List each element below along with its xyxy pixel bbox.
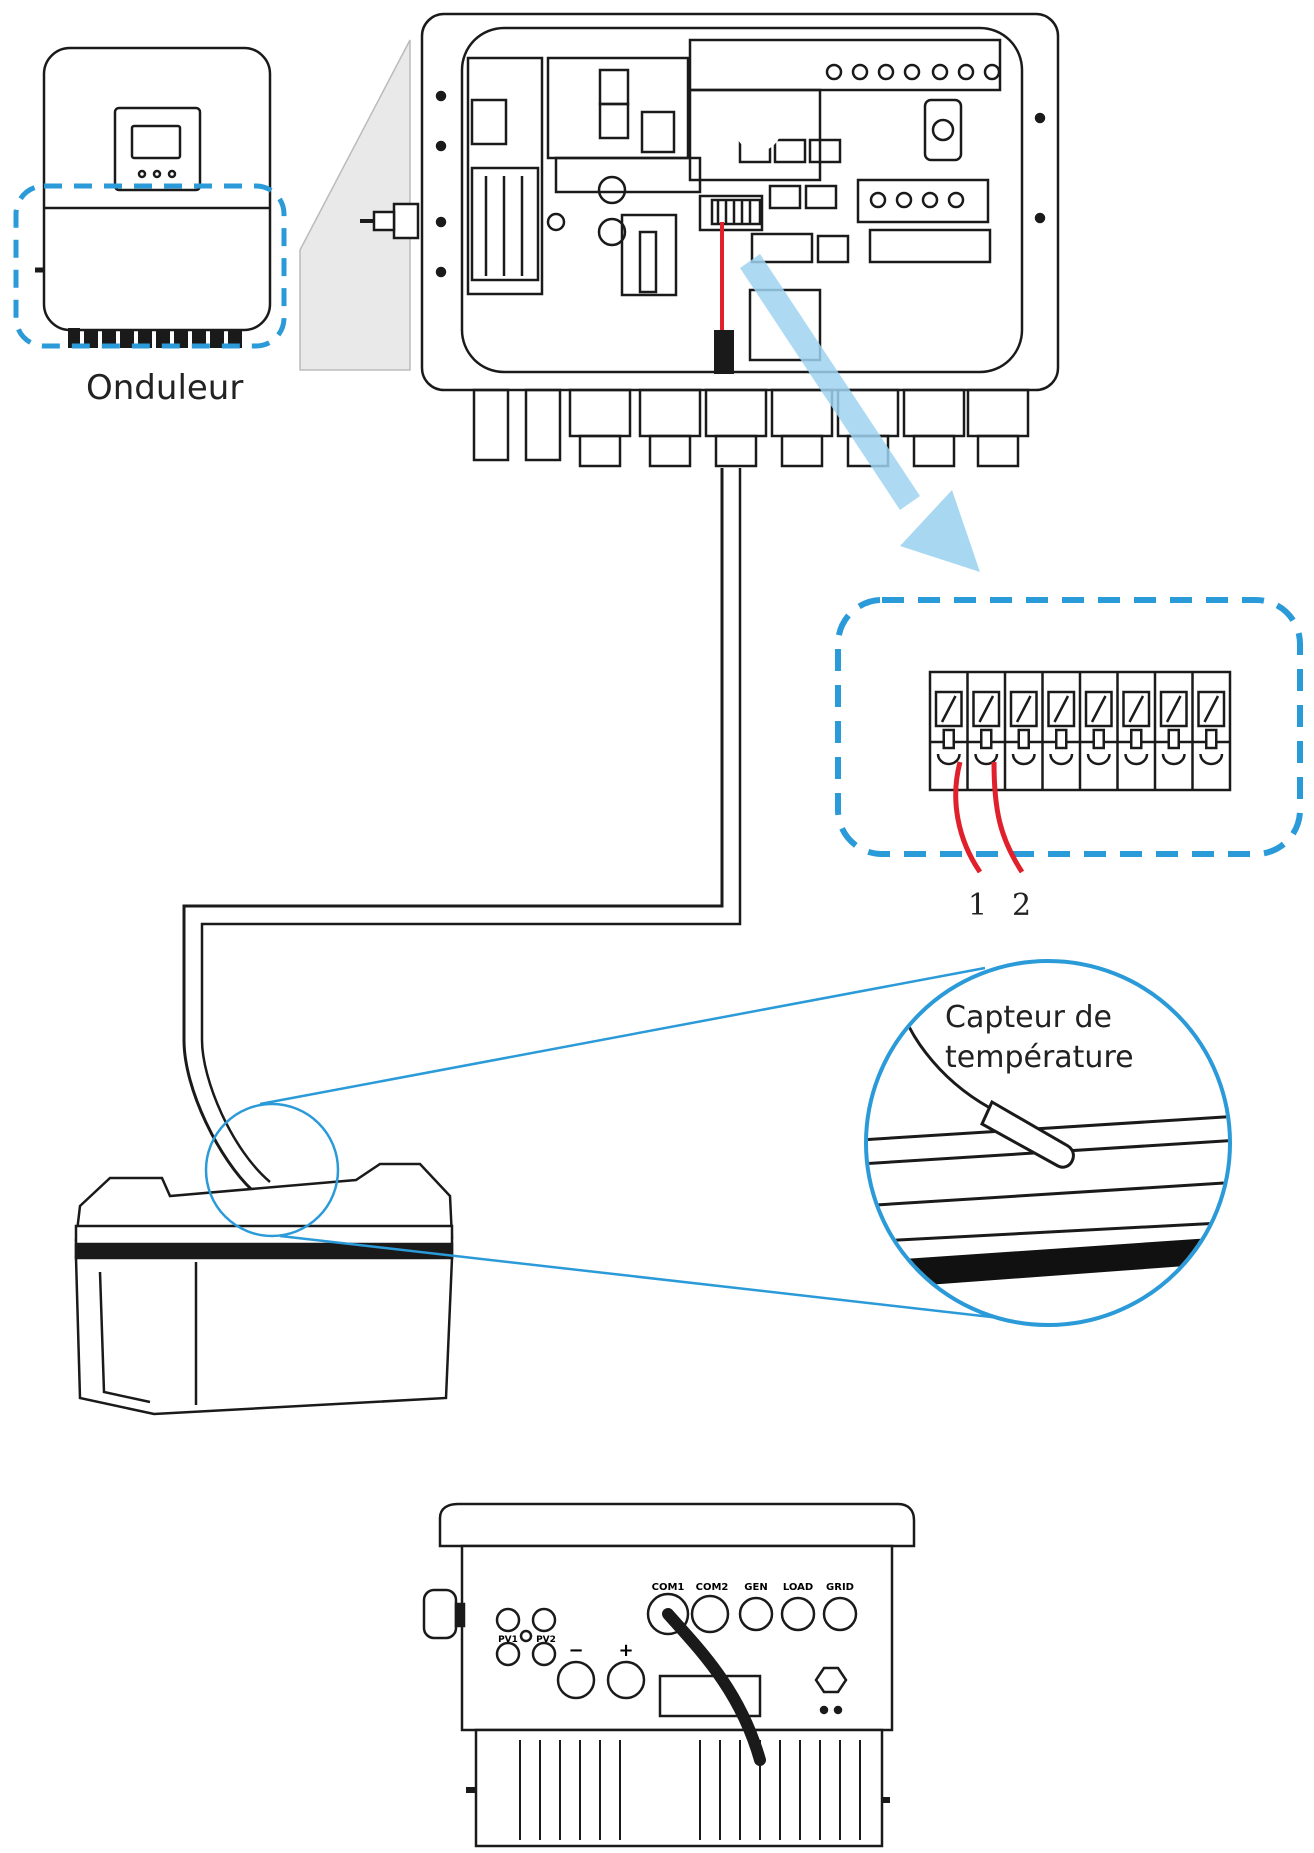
temperature-sensor-label: Capteur de température (945, 998, 1134, 1078)
sensor-zoom-circle (864, 959, 1232, 1327)
zoom-wedge (299, 39, 411, 371)
inverter-bottom-view (422, 1502, 916, 1848)
terminal-slot (1191, 672, 1226, 790)
pin-1-label: 1 (968, 888, 988, 923)
inverter-overview (35, 46, 272, 348)
terminal-block (928, 670, 1232, 792)
port-label: LOAD (783, 1582, 813, 1593)
terminal-slot (1003, 672, 1038, 790)
terminal-slot (1116, 672, 1151, 790)
sensor-cable (182, 468, 724, 1192)
terminal-slot (1153, 672, 1188, 790)
sensor-cable-bottom (662, 1608, 766, 1766)
battery (74, 1162, 454, 1416)
sensor-label-line1: Capteur de (945, 1000, 1112, 1035)
terminal-wire-1 (953, 761, 983, 874)
cable-glands (568, 388, 1030, 468)
battery-plus-label: + (618, 1640, 633, 1661)
pv-label: PV2 (536, 1635, 556, 1645)
terminal-slot (966, 672, 1001, 790)
terminal-slot (934, 690, 963, 766)
zoom-arrow (740, 254, 980, 572)
pv-label: PV1 (498, 1635, 518, 1645)
inverter-label: Onduleur (86, 368, 244, 408)
inverter-highlight-box (13, 183, 287, 349)
port-label: COM1 (652, 1582, 685, 1593)
terminal-slot (1078, 672, 1113, 790)
battery-minus-label: − (568, 1640, 583, 1661)
pin-2-label: 2 (1012, 888, 1032, 923)
sensor-zoom-lines (204, 966, 1001, 1320)
port-label: COM2 (696, 1582, 729, 1593)
inverter-wiring-box (360, 12, 1060, 468)
port-label: GRID (826, 1582, 854, 1593)
heatsink (519, 1740, 861, 1840)
port-label: GEN (744, 1582, 767, 1593)
sensor-label-line2: température (945, 1040, 1134, 1075)
terminal-zoom-box (835, 597, 1303, 857)
terminal-slot (1041, 672, 1076, 790)
terminal-wire-2 (991, 761, 1025, 874)
